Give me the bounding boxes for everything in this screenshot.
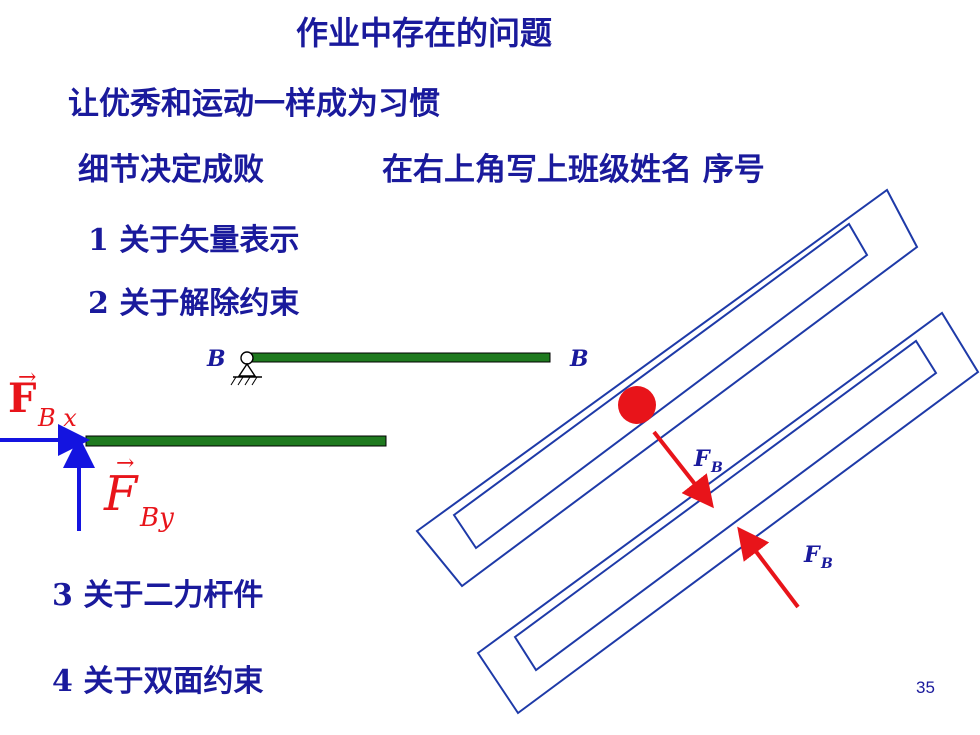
motto-line: 让优秀和运动一样成为习惯 <box>68 86 440 122</box>
support-label-left: B <box>206 346 226 372</box>
item-3: 3 关于二力杆件 <box>52 570 263 614</box>
fbx-subscript: B x <box>37 404 77 432</box>
pin-support-icon <box>230 351 262 386</box>
pin-ball <box>618 386 656 424</box>
item-2-number: 2 <box>88 286 109 321</box>
item-4-number: 4 <box>52 664 73 699</box>
fb-lower-subscript: B <box>820 556 833 572</box>
lower-force-arrow <box>737 526 800 609</box>
fbx-label: → F B x <box>8 365 77 432</box>
fby-symbol: F <box>103 466 139 522</box>
fbx-vector-arrow: → <box>18 365 36 390</box>
fb-upper-label: F B <box>693 446 723 476</box>
item-2: 2 关于解除约束 <box>88 278 299 322</box>
top-beam <box>249 352 551 363</box>
instruction-line: 在右上角写上班级姓名 序号 <box>382 152 765 188</box>
support-label-right: B <box>569 346 589 372</box>
item-2-text: 关于解除约束 <box>119 286 300 321</box>
item-1-number: 1 <box>88 223 109 258</box>
item-1-text: 关于矢量表示 <box>119 223 300 258</box>
fby-subscript: By <box>139 503 174 533</box>
fby-label: → F By <box>103 451 174 533</box>
fb-upper-symbol: F <box>693 446 711 472</box>
fb-lower-label: F B <box>803 542 833 572</box>
lower-slot-plate <box>476 311 980 715</box>
fb-lower-symbol: F <box>803 542 821 568</box>
slide-title: 作业中存在的问题 <box>296 14 553 52</box>
detail-line: 细节决定成败 <box>78 152 264 188</box>
upper-force-arrow <box>652 430 714 509</box>
free-body-beam <box>85 435 387 447</box>
item-3-number: 3 <box>52 578 73 613</box>
item-1: 1 关于矢量表示 <box>88 215 299 259</box>
item-4: 4 关于双面约束 <box>52 656 263 700</box>
page-number: 35 <box>916 678 935 697</box>
item-4-text: 关于双面约束 <box>83 664 264 699</box>
fb-upper-subscript: B <box>710 460 723 476</box>
item-3-text: 关于二力杆件 <box>83 578 264 613</box>
fbx-symbol: F <box>8 375 36 422</box>
upper-slot-plate <box>415 188 919 588</box>
fby-vector-arrow: → <box>116 451 134 476</box>
